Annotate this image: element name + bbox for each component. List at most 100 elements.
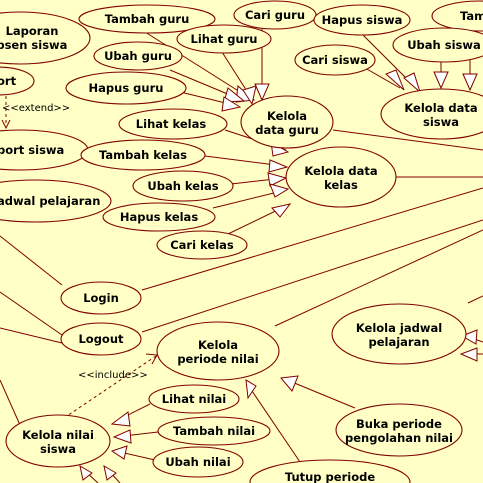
use-case-shape [0, 66, 35, 96]
use-case-shape [156, 230, 248, 260]
association-logout-left [0, 291, 63, 336]
use-case-ubah-kelas[interactable]: Ubah kelas [132, 170, 234, 202]
use-case-label: Cari guru [245, 8, 305, 22]
use-case-kelola-nilai-siswa[interactable]: Kelola nilai siswa [5, 414, 111, 468]
arrowhead [403, 72, 422, 94]
use-case-label: Hapus guru [89, 81, 164, 95]
use-case-report-siswa[interactable]: port siswa [0, 129, 89, 171]
use-case-tutup-periode[interactable]: Tutup periode [249, 459, 411, 483]
use-case-label: Hapus kelas [120, 210, 198, 224]
use-case-label: Lihat guru [191, 32, 258, 46]
use-case-label: Cari kelas [170, 238, 234, 252]
use-case-label: Tambah kelas [99, 148, 187, 162]
arrowhead [254, 83, 270, 102]
use-case-hapus-siswa[interactable]: Hapus siswa [313, 4, 411, 36]
use-case-cari-kelas[interactable]: Cari kelas [156, 230, 248, 260]
use-case-label: port siswa [0, 143, 64, 157]
use-case-report[interactable]: ort [0, 66, 35, 96]
use-case-label: adwal pelajaran [0, 194, 100, 208]
arrowhead [280, 375, 299, 392]
arrowhead [269, 183, 290, 198]
use-case-kelola-data-guru[interactable]: Kelola data guru [240, 95, 334, 149]
use-case-label: Ubah nilai [165, 455, 230, 469]
arrowhead [221, 96, 242, 112]
use-case-shape [313, 4, 411, 36]
use-case-shape [156, 321, 280, 381]
association-nilai-left [0, 379, 21, 426]
use-case-label-line-1: Kelola [198, 338, 238, 352]
use-case-label-line-2: pelajaran [368, 335, 429, 349]
use-case-shape [93, 41, 183, 71]
arrowhead [271, 203, 292, 218]
use-case-tambah-guru[interactable]: Tambah guru [78, 4, 216, 34]
association-jadwal-left-1 [0, 235, 63, 286]
use-case-label-line-1: Buka periode [356, 417, 442, 431]
generalization-tambah-guru [144, 31, 249, 98]
generalization-tutup-periode [249, 387, 301, 463]
extend-label: <<extend>> [2, 103, 70, 114]
use-case-lihat-guru[interactable]: Lihat guru [176, 24, 272, 54]
generalization-ubah-nilai [119, 451, 156, 461]
use-case-kelola-data-siswa[interactable]: Kelola data siswa [380, 88, 483, 140]
arrowhead [103, 464, 117, 481]
use-case-shape [102, 202, 216, 232]
use-case-label: ort [0, 74, 17, 88]
use-case-kelola-jadwal-pelajaran[interactable]: Kelola jadwal pelajaran [331, 303, 467, 365]
use-case-shape [249, 459, 411, 483]
use-case-shape [392, 27, 483, 63]
use-case-logout[interactable]: Logout [60, 322, 142, 356]
generalization-heads [79, 69, 478, 481]
use-case-shape [148, 384, 240, 414]
use-case-hapus-guru[interactable]: Hapus guru [65, 71, 187, 105]
use-case-tambah-siswa[interactable]: Tam [431, 0, 483, 32]
arrowhead [242, 85, 257, 106]
association-login-right [141, 187, 483, 291]
use-case-shape [132, 170, 234, 202]
use-case-shape [0, 179, 112, 223]
use-case-tambah-nilai[interactable]: Tambah nilai [157, 416, 271, 446]
use-case-label-line-1: Kelola data [404, 101, 477, 115]
generalization-lihat-guru [221, 51, 251, 97]
use-case-shape [80, 139, 206, 171]
use-case-label-line-1: Kelola [267, 109, 307, 123]
use-case-label: Tambah nilai [173, 424, 255, 438]
use-case-lihat-nilai[interactable]: Lihat nilai [148, 384, 240, 414]
arrowhead [462, 73, 478, 92]
use-case-label-line-1: Laporan [6, 24, 59, 38]
use-case-shape [240, 95, 334, 149]
use-case-cari-guru[interactable]: Cari guru [233, 0, 317, 30]
use-case-label: Cari siswa [302, 53, 368, 67]
arrowhead [110, 445, 128, 460]
use-case-shape [285, 146, 397, 208]
use-case-hapus-kelas[interactable]: Hapus kelas [102, 202, 216, 232]
arrowhead [433, 71, 449, 90]
use-case-kelola-data-kelas[interactable]: Kelola data kelas [285, 146, 397, 208]
arrowhead [268, 159, 289, 173]
use-case-label: Logout [78, 332, 124, 346]
use-case-shape [176, 24, 272, 54]
use-case-cari-siswa[interactable]: Cari siswa [294, 44, 376, 76]
use-case-ubah-guru[interactable]: Ubah guru [93, 41, 183, 71]
use-case-label: Ubah kelas [147, 179, 218, 193]
use-case-shape [431, 0, 483, 32]
use-case-ubah-nilai[interactable]: Ubah nilai [152, 446, 244, 478]
use-case-shape [60, 281, 142, 315]
use-case-shape [294, 44, 376, 76]
use-case-tambah-kelas[interactable]: Tambah kelas [80, 139, 206, 171]
use-case-buka-periode[interactable]: Buka periode pengolahan nilai [335, 403, 463, 457]
include-dependency [63, 355, 157, 419]
use-case-kelola-periode-nilai[interactable]: Kelola periode nilai [156, 321, 280, 381]
association-data-guru-right [332, 129, 483, 151]
use-case-label-line-2: siswa [40, 442, 76, 456]
use-case-label: Login [83, 291, 119, 305]
use-case-lihat-kelas[interactable]: Lihat kelas [118, 108, 228, 140]
use-case-label: Ubah siswa [407, 38, 481, 52]
use-case-shape [65, 71, 187, 105]
use-case-jadwal-pelajaran[interactable]: adwal pelajaran [0, 179, 112, 223]
use-case-login[interactable]: Login [60, 281, 142, 315]
use-case-label: Ubah guru [104, 49, 172, 63]
arrowhead [267, 172, 288, 187]
use-case-laporan-absen-siswa[interactable]: Laporan absen siswa [0, 11, 91, 65]
use-case-ubah-siswa[interactable]: Ubah siswa [392, 27, 483, 63]
